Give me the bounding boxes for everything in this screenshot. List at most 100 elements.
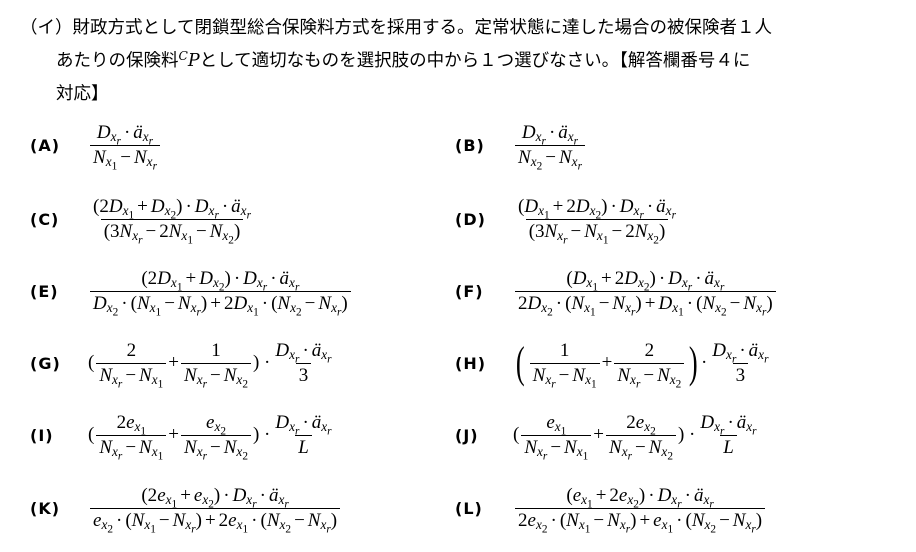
option-c: (C) (2Dx1+Dx2)·Dxr·äxr(3Nxr−2Nx1−Nx2) <box>30 187 256 251</box>
option-label: (J) <box>455 425 479 445</box>
option-label: (K) <box>30 498 61 518</box>
operator: + <box>168 424 180 445</box>
numerator: 2 <box>126 339 137 361</box>
numerator: Dxr·äxr <box>712 339 769 366</box>
numerator: 1 <box>211 339 221 361</box>
option-label: (F) <box>455 281 484 301</box>
denominator: (3Nxr−Nx1−2Nx2) <box>525 218 669 247</box>
denominator: L <box>295 434 312 459</box>
denominator: 3 <box>732 362 749 387</box>
denominator: 3 <box>295 362 312 387</box>
big-parenthesis: ) <box>689 338 699 387</box>
numerator: (Dx1+2Dx2)·Dxr·äxr <box>566 267 725 294</box>
denominator: (3Nxr−2Nx1−Nx2) <box>100 218 244 247</box>
operator: ( <box>88 424 95 445</box>
denominator: Nxr−Nx1 <box>96 434 167 463</box>
numerator: Dxr·äxr <box>96 121 154 148</box>
option-d: (D) (Dx1+2Dx2)·Dxr·äxr(3Nxr−Nx1−2Nx2) <box>455 187 681 251</box>
numerator: Dxr·äxr <box>700 411 757 438</box>
formula: (2Dx1+Dx2)·Dxr·äxr(3Nxr−2Nx1−Nx2) <box>88 195 256 247</box>
denominator: Nxr−Nx1 <box>96 362 167 391</box>
numerator: 1 <box>559 339 570 361</box>
numerator: Dxr·äxr <box>275 411 332 438</box>
operator: + <box>593 424 605 445</box>
operator: ) · <box>252 424 271 445</box>
question-line-2b: として適切なものを選択肢の中から１つ選びなさい。【解答欄番号４に <box>199 51 751 71</box>
numerator: ex2 <box>206 411 226 438</box>
denominator: Nx1−Nxr <box>90 144 160 173</box>
question-text: （イ）財政方式として閉鎖型総合保険料方式を採用する。定常状態に達した場合の被保険… <box>20 12 910 111</box>
option-label: (D) <box>455 209 486 229</box>
denominator: ex2·(Nx1−Nxr)+2ex1·(Nx2−Nxr) <box>90 507 341 536</box>
denominator: Nx2−Nxr <box>515 144 585 173</box>
operator: + <box>168 352 180 373</box>
operator: ( <box>88 352 95 373</box>
formula: (Dx1+2Dx2)·Dxr·äxr(3Nxr−Nx1−2Nx2) <box>513 195 681 247</box>
numerator: (2Dx1+Dx2)·Dxr·äxr <box>93 195 251 222</box>
option-label: (B) <box>455 135 485 155</box>
question-line-2a: あたりの保険料 <box>56 51 179 71</box>
operator: + <box>601 352 613 373</box>
option-label: (H) <box>455 353 487 373</box>
denominator: Nxr−Nx1 <box>521 434 592 463</box>
denominator: L <box>720 434 737 459</box>
denominator: Dx2·(Nx1−Nxr)+2Dx1·(Nx2−Nxr) <box>90 290 351 319</box>
denominator: 2ex2·(Nx1−Nxr)+ex1·(Nx2−Nxr) <box>515 507 766 536</box>
option-label: (I) <box>30 425 54 445</box>
option-label: (E) <box>30 281 59 301</box>
denominator: Nxr−Nx1 <box>529 362 600 391</box>
numerator: Dxr·äxr <box>521 121 579 148</box>
numerator: 2 <box>644 339 655 361</box>
denominator: Nxr−Nx2 <box>181 362 251 391</box>
big-parenthesis: ( <box>515 338 525 387</box>
denominator: Nxr−Nx2 <box>614 362 685 391</box>
denominator: Nxr−Nx2 <box>606 434 676 463</box>
numerator: (Dx1+2Dx2)·Dxr·äxr <box>518 195 676 222</box>
numerator: (2Dx1+Dx2)·Dxr·äxr <box>141 267 300 294</box>
denominator: Nxr−Nx2 <box>181 434 251 463</box>
numerator: (2ex1+ex2)·Dxr·äxr <box>141 484 289 511</box>
operator: · <box>700 352 708 373</box>
option-label: (L) <box>455 498 483 518</box>
option-label: (C) <box>30 209 60 229</box>
operator: ) · <box>677 424 696 445</box>
question-line-1: （イ）財政方式として閉鎖型総合保険料方式を採用する。定常状態に達した場合の被保険… <box>20 18 772 38</box>
fraction: (Dx1+2Dx2)·Dxr·äxr(3Nxr−Nx1−2Nx2) <box>515 195 679 247</box>
numerator: (ex1+2ex2)·Dxr·äxr <box>566 484 714 511</box>
numerator: Dxr·äxr <box>275 339 332 366</box>
numerator: 2ex1 <box>116 411 147 438</box>
denominator: 2Dx2·(Nx1−Nxr)+Dx1·(Nx2−Nxr) <box>515 290 776 319</box>
fraction: (2Dx1+Dx2)·Dxr·äxr(3Nxr−2Nx1−Nx2) <box>90 195 254 247</box>
